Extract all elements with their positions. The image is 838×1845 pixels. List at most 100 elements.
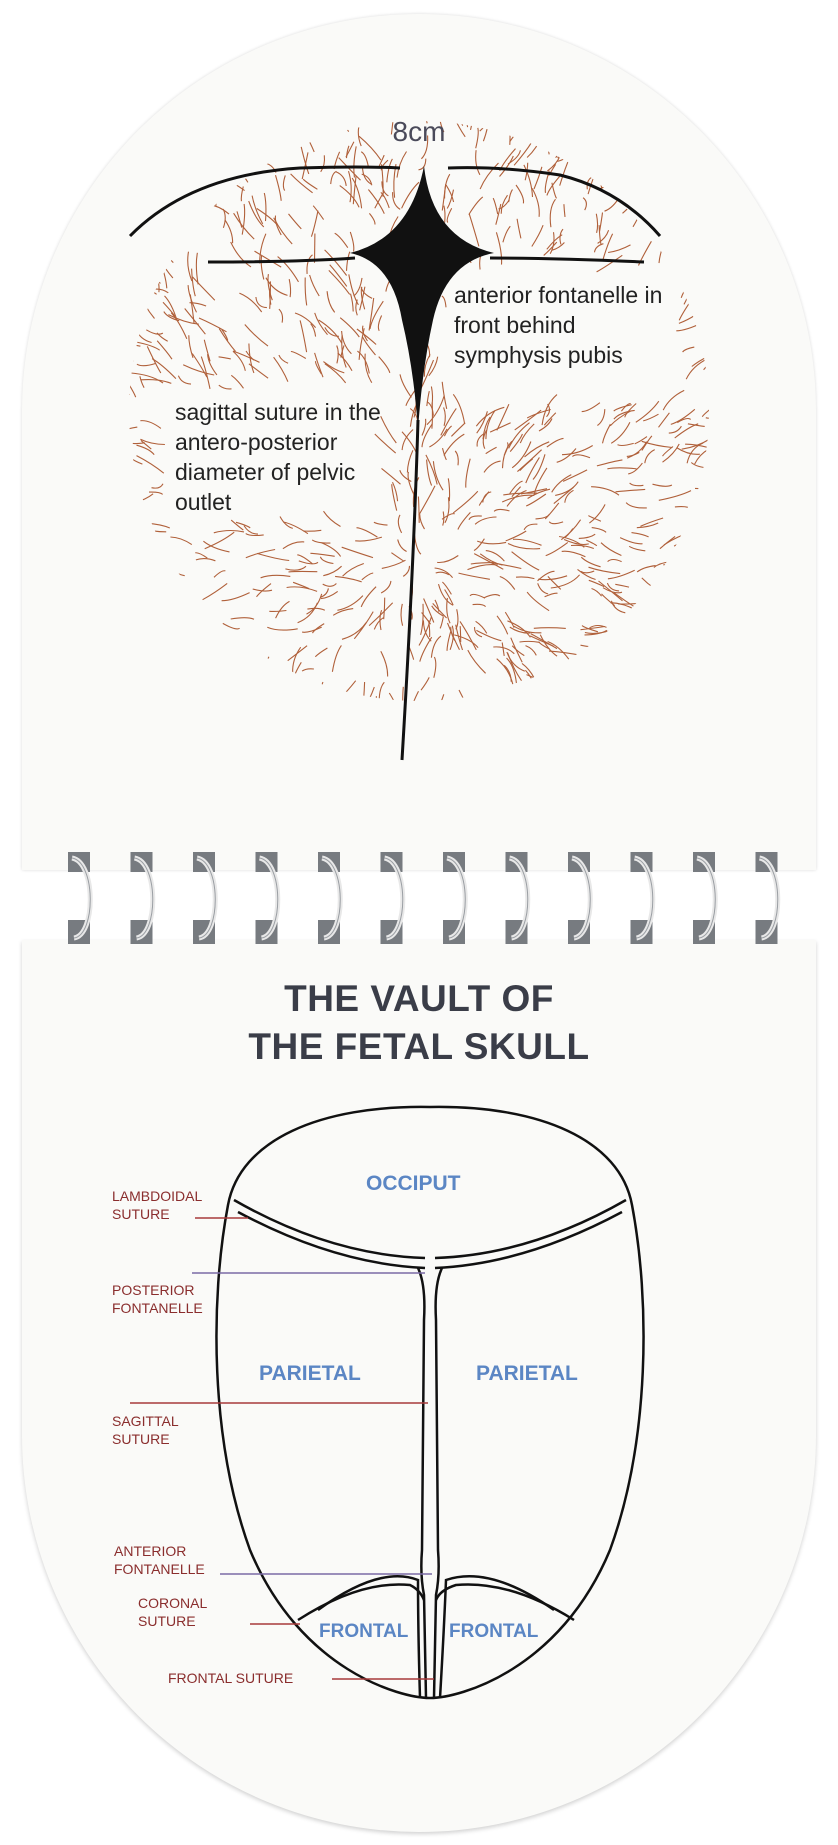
hair-stroke bbox=[549, 522, 563, 524]
hair-stroke bbox=[586, 540, 597, 546]
hair-stroke bbox=[469, 214, 479, 246]
hair-stroke bbox=[325, 364, 346, 383]
hair-stroke bbox=[256, 657, 269, 688]
hair-stroke bbox=[490, 562, 521, 568]
hair-stroke bbox=[546, 542, 568, 555]
hair-stroke bbox=[500, 577, 515, 590]
hair-stroke bbox=[279, 309, 283, 323]
hair-stroke bbox=[459, 573, 490, 579]
hair-stroke bbox=[329, 270, 350, 294]
hair-stroke bbox=[231, 520, 243, 530]
hair-stroke bbox=[222, 593, 250, 601]
hair-stroke bbox=[419, 159, 426, 170]
hair-stroke bbox=[140, 376, 144, 387]
hair-stroke bbox=[671, 409, 695, 424]
hair-stroke bbox=[592, 528, 606, 533]
parietal-left-label: PARIETAL bbox=[259, 1362, 361, 1386]
hair-stroke bbox=[378, 316, 381, 331]
hair-stroke bbox=[214, 571, 225, 578]
hair-stroke bbox=[398, 515, 401, 533]
lambdoid-arc bbox=[130, 167, 400, 236]
hair-stroke bbox=[630, 483, 644, 486]
hair-stroke bbox=[469, 516, 482, 520]
hair-stroke bbox=[122, 345, 141, 347]
label-line: FONTANELLE bbox=[112, 1299, 203, 1317]
hair-stroke bbox=[342, 331, 352, 354]
hair-stroke bbox=[193, 277, 215, 300]
hair-stroke bbox=[337, 346, 339, 364]
hair-stroke bbox=[564, 204, 565, 217]
hair-stroke bbox=[321, 591, 338, 598]
hair-stroke bbox=[496, 232, 501, 264]
hair-stroke bbox=[424, 599, 434, 623]
hair-stroke bbox=[429, 429, 447, 447]
hair-stroke bbox=[513, 539, 542, 545]
hair-stroke bbox=[147, 523, 170, 528]
lambdoid-suture-right bbox=[435, 1200, 626, 1258]
hair-stroke bbox=[289, 214, 302, 229]
hair-stroke bbox=[350, 232, 354, 252]
spiral-binding bbox=[68, 852, 778, 944]
hair-stroke bbox=[497, 616, 508, 635]
hair-stroke bbox=[289, 279, 290, 297]
hair-stroke bbox=[196, 559, 216, 561]
hair-stroke bbox=[285, 566, 306, 570]
hair-stroke bbox=[219, 357, 231, 359]
hair-stroke bbox=[502, 495, 534, 502]
hair-stroke bbox=[581, 571, 595, 573]
hair-stroke bbox=[676, 323, 702, 331]
hair-stroke bbox=[675, 424, 699, 438]
hair-stroke bbox=[152, 484, 164, 488]
hair-stroke bbox=[614, 593, 639, 610]
hair-stroke bbox=[653, 484, 672, 486]
hair-stroke bbox=[315, 313, 328, 335]
hair-stroke bbox=[460, 626, 461, 642]
hair-stroke bbox=[596, 214, 597, 233]
hair-stroke bbox=[663, 390, 684, 410]
hair-stroke bbox=[532, 188, 539, 216]
hair-stroke bbox=[367, 696, 376, 728]
hair-stroke bbox=[362, 573, 373, 580]
hair-stroke bbox=[516, 577, 534, 579]
hair-stroke bbox=[534, 167, 542, 189]
hair-stroke bbox=[313, 206, 323, 220]
hair-stroke bbox=[476, 150, 480, 175]
hair-stroke bbox=[233, 351, 245, 370]
hair-stroke bbox=[384, 598, 385, 620]
hair-stroke bbox=[618, 443, 634, 445]
hair-stroke bbox=[421, 677, 429, 690]
hair-stroke bbox=[437, 556, 458, 563]
hair-stroke bbox=[474, 539, 484, 551]
hair-stroke bbox=[363, 337, 376, 355]
hair-stroke bbox=[239, 293, 261, 312]
hair-stroke bbox=[484, 461, 501, 472]
hair-stroke bbox=[654, 562, 670, 568]
hair-stroke bbox=[336, 172, 346, 186]
hair-stroke bbox=[117, 444, 143, 464]
page-title: THE VAULT OF THE FETAL SKULL bbox=[0, 975, 838, 1071]
hair-stroke bbox=[185, 309, 206, 335]
hair-stroke bbox=[632, 533, 649, 537]
hair-stroke bbox=[484, 595, 500, 598]
hair-stroke bbox=[532, 225, 543, 246]
hair-stroke bbox=[469, 197, 483, 215]
hair-stroke bbox=[592, 589, 602, 597]
hair-stroke bbox=[659, 413, 670, 428]
hair-stroke bbox=[520, 424, 534, 443]
hair-stroke bbox=[141, 380, 172, 384]
hair-stroke bbox=[307, 594, 322, 614]
hair-stroke bbox=[149, 492, 163, 494]
hair-stroke bbox=[427, 460, 432, 486]
hair-stroke bbox=[391, 553, 404, 562]
hair-stroke bbox=[269, 611, 286, 612]
hair-stroke bbox=[335, 576, 362, 582]
hair-stroke bbox=[520, 641, 540, 642]
hair-stroke bbox=[468, 565, 498, 570]
hair-stroke bbox=[101, 387, 129, 395]
hair-stroke bbox=[415, 535, 421, 554]
hair-stroke bbox=[538, 583, 548, 594]
hair-stroke bbox=[460, 621, 476, 650]
label-line: SAGITTAL bbox=[112, 1412, 179, 1430]
hair-stroke bbox=[486, 447, 497, 454]
hair-stroke bbox=[257, 553, 289, 560]
